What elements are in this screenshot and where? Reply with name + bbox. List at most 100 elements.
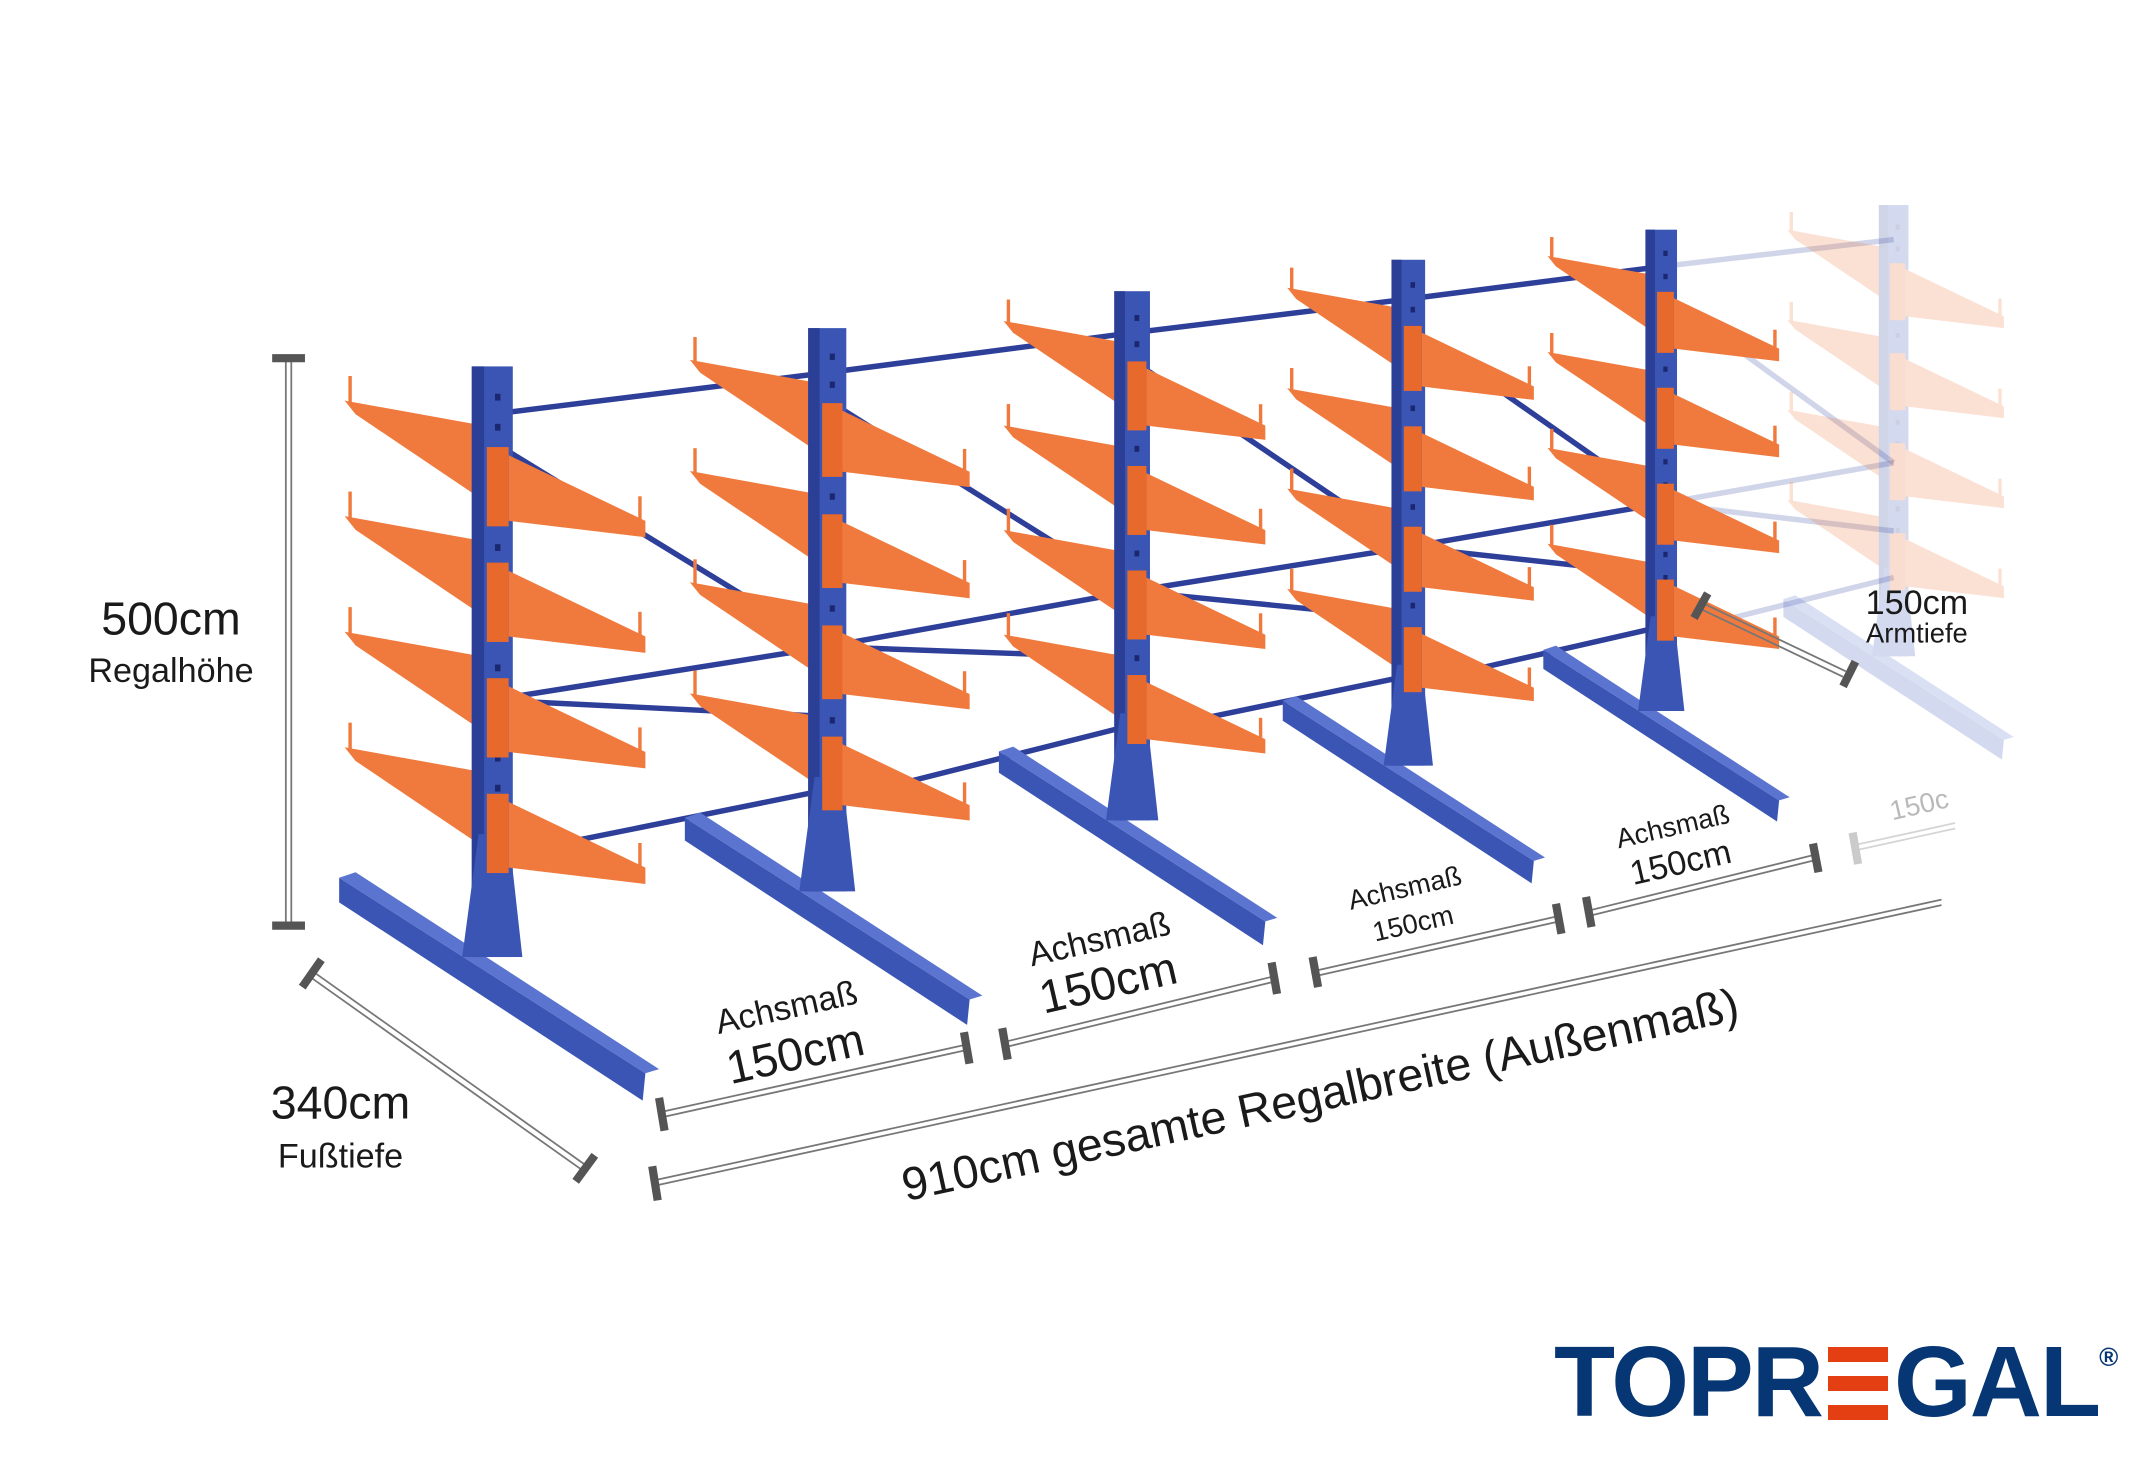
upright-hole xyxy=(495,784,501,792)
upright-hole xyxy=(1895,246,1900,252)
upright-hole xyxy=(1134,315,1140,321)
left-arm xyxy=(1287,589,1400,670)
arm-bracket xyxy=(1889,353,1906,411)
rack-column xyxy=(684,328,983,1025)
upright-hole xyxy=(1663,551,1668,558)
left-arm xyxy=(689,582,818,674)
upright-hole xyxy=(1410,504,1416,510)
right-arm xyxy=(1673,489,1780,554)
logo-e-stripes xyxy=(1827,1347,1888,1420)
left-arm xyxy=(1547,447,1653,524)
arm-bracket xyxy=(1889,533,1906,591)
left-arm xyxy=(1787,319,1886,391)
left-arm xyxy=(1003,530,1123,616)
arm-depth-dimension: 150cm Armtiefe xyxy=(1690,584,1969,689)
right-arm xyxy=(1421,332,1534,400)
arm-bracket xyxy=(486,678,509,758)
upright-hole xyxy=(1895,311,1900,317)
right-arm xyxy=(1146,682,1266,754)
upright-hole xyxy=(1895,484,1900,490)
brace-rod xyxy=(1202,673,1409,722)
arm-bracket xyxy=(1403,627,1422,693)
right-arm xyxy=(1905,359,2004,419)
left-arm xyxy=(344,400,482,500)
upright-hole xyxy=(495,423,501,431)
rack-drawing xyxy=(339,205,2014,1101)
left-arm xyxy=(689,693,818,785)
upright-side xyxy=(1878,205,1888,657)
upright-hole xyxy=(1134,445,1140,452)
left-arm xyxy=(1287,388,1400,469)
right-arm xyxy=(1673,298,1780,362)
right-arm xyxy=(842,744,970,821)
right-arm xyxy=(842,521,970,599)
upright-hole xyxy=(1895,398,1900,403)
foot-depth-value: 340cm xyxy=(271,1076,410,1128)
upright-hole xyxy=(1134,341,1140,348)
foot-beam-top xyxy=(1543,645,1790,801)
left-arm xyxy=(344,747,482,846)
left-arm xyxy=(1003,320,1123,407)
upright-hole xyxy=(1663,250,1668,257)
arm-bracket xyxy=(1657,579,1674,641)
upright-hole xyxy=(1895,376,1900,382)
upright-side xyxy=(1391,259,1402,766)
left-arm xyxy=(689,359,818,452)
left-arm xyxy=(1003,634,1123,721)
upright-side xyxy=(1645,229,1655,711)
upright-hole xyxy=(1663,273,1668,280)
arm-bracket xyxy=(1403,526,1422,592)
upright-hole xyxy=(1134,655,1140,662)
right-arm xyxy=(1905,449,2004,509)
arm-bracket xyxy=(1889,443,1906,501)
right-arm xyxy=(1905,269,2004,329)
bay-5-value: 150c xyxy=(1887,783,1952,827)
arm-bracket xyxy=(1657,387,1674,449)
rack-column xyxy=(998,291,1278,946)
foot-depth-dimension: 340cm Fußtiefe xyxy=(271,957,599,1184)
upright-hole xyxy=(495,664,501,672)
logo-text-gal: GAL xyxy=(1893,1326,2101,1438)
left-arm xyxy=(1003,425,1123,512)
upright-hole xyxy=(1134,550,1140,557)
right-arm xyxy=(1421,433,1534,501)
right-arm xyxy=(1673,394,1780,458)
rack-column xyxy=(339,366,660,1101)
total-width-text: 910cm gesamte Regalbreite (Außenmaß) xyxy=(897,978,1743,1211)
arm-depth-value: 150cm xyxy=(1866,584,1969,622)
bay-dimension-1: Achsmaß 150cm xyxy=(655,974,974,1132)
brace-rod xyxy=(1131,544,1409,594)
right-arm xyxy=(842,410,970,488)
arm-bracket xyxy=(822,403,843,477)
logo-registered: ® xyxy=(2099,1342,2118,1372)
upright-hole xyxy=(1895,614,1900,620)
arm-depth-label: Armtiefe xyxy=(1866,618,1968,649)
bay-dimension-4: Achsmaß 150cm xyxy=(1581,798,1823,928)
upright-hole xyxy=(1895,462,1900,468)
left-arm xyxy=(1287,287,1400,369)
arm-bracket xyxy=(822,514,843,589)
upright-hole xyxy=(829,493,835,500)
upright-hole xyxy=(1410,405,1416,412)
upright-gusset xyxy=(1871,567,1916,657)
arm-bracket xyxy=(1127,675,1147,745)
height-dimension: 500cm Regalhöhe xyxy=(88,354,305,930)
foot-beam-top xyxy=(1282,696,1546,861)
right-arm xyxy=(1146,577,1266,649)
upright-hole xyxy=(829,605,835,612)
upright-hole xyxy=(1895,592,1900,598)
upright-hole xyxy=(1663,366,1668,372)
arm-bracket xyxy=(1127,465,1147,535)
brace-rod xyxy=(1407,500,1662,550)
right-arm xyxy=(842,633,970,710)
right-arm xyxy=(1146,368,1266,440)
upright-hole xyxy=(495,754,501,762)
bay-dimension-3: Achsmaß 150cm xyxy=(1308,860,1566,988)
foot-beam xyxy=(1543,649,1780,822)
upright-hole xyxy=(1895,549,1900,555)
left-arm xyxy=(689,471,818,563)
arm-bracket xyxy=(822,736,843,811)
upright-hole xyxy=(1410,602,1416,609)
brace-rod xyxy=(1474,624,1662,672)
